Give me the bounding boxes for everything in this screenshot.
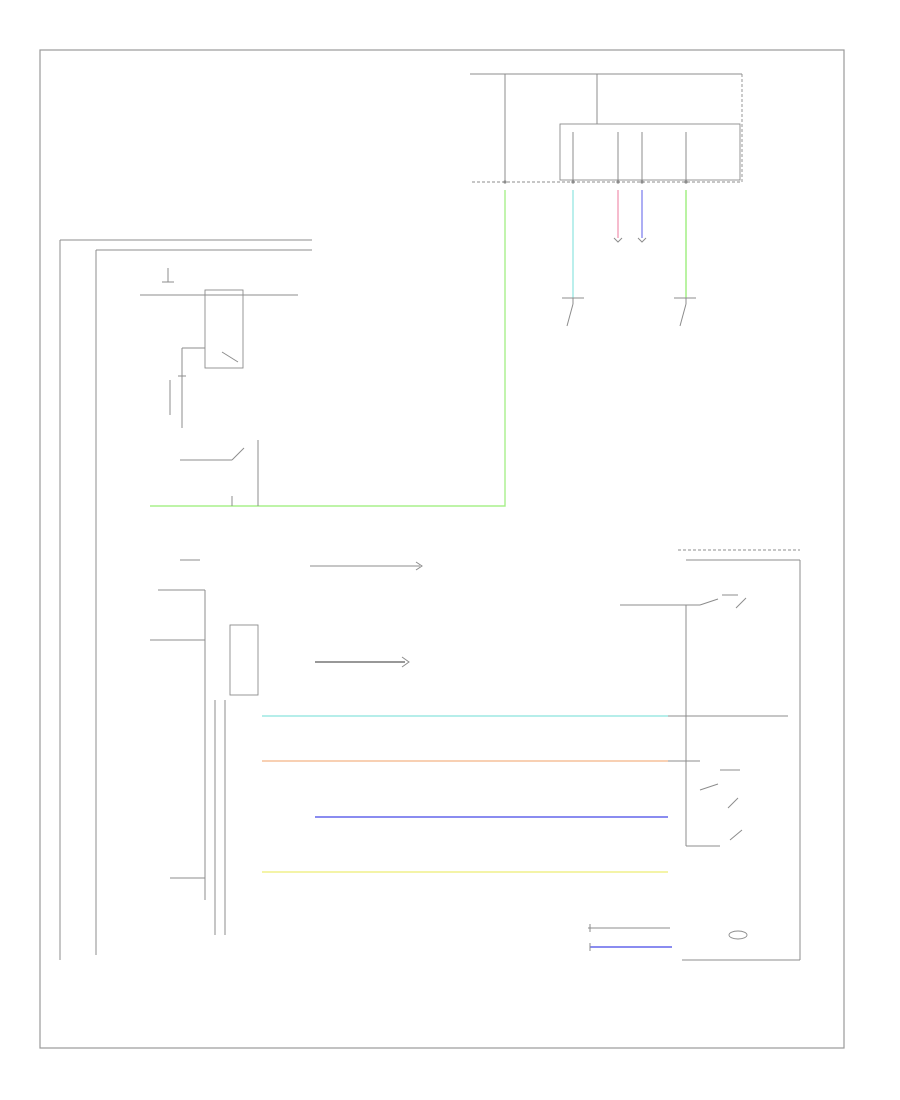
relay-upper-left [140, 289, 298, 428]
fuse-relay-block [470, 73, 743, 184]
wire-green-main [150, 190, 506, 507]
diagram-frame [39, 49, 845, 1049]
switch-mid-left [180, 440, 259, 506]
switch-left-top [562, 297, 584, 327]
control-unit-lower-left [150, 559, 259, 935]
switch-right-top [674, 297, 696, 327]
left-module-outline [59, 239, 312, 960]
switch-assembly-right [620, 549, 801, 961]
